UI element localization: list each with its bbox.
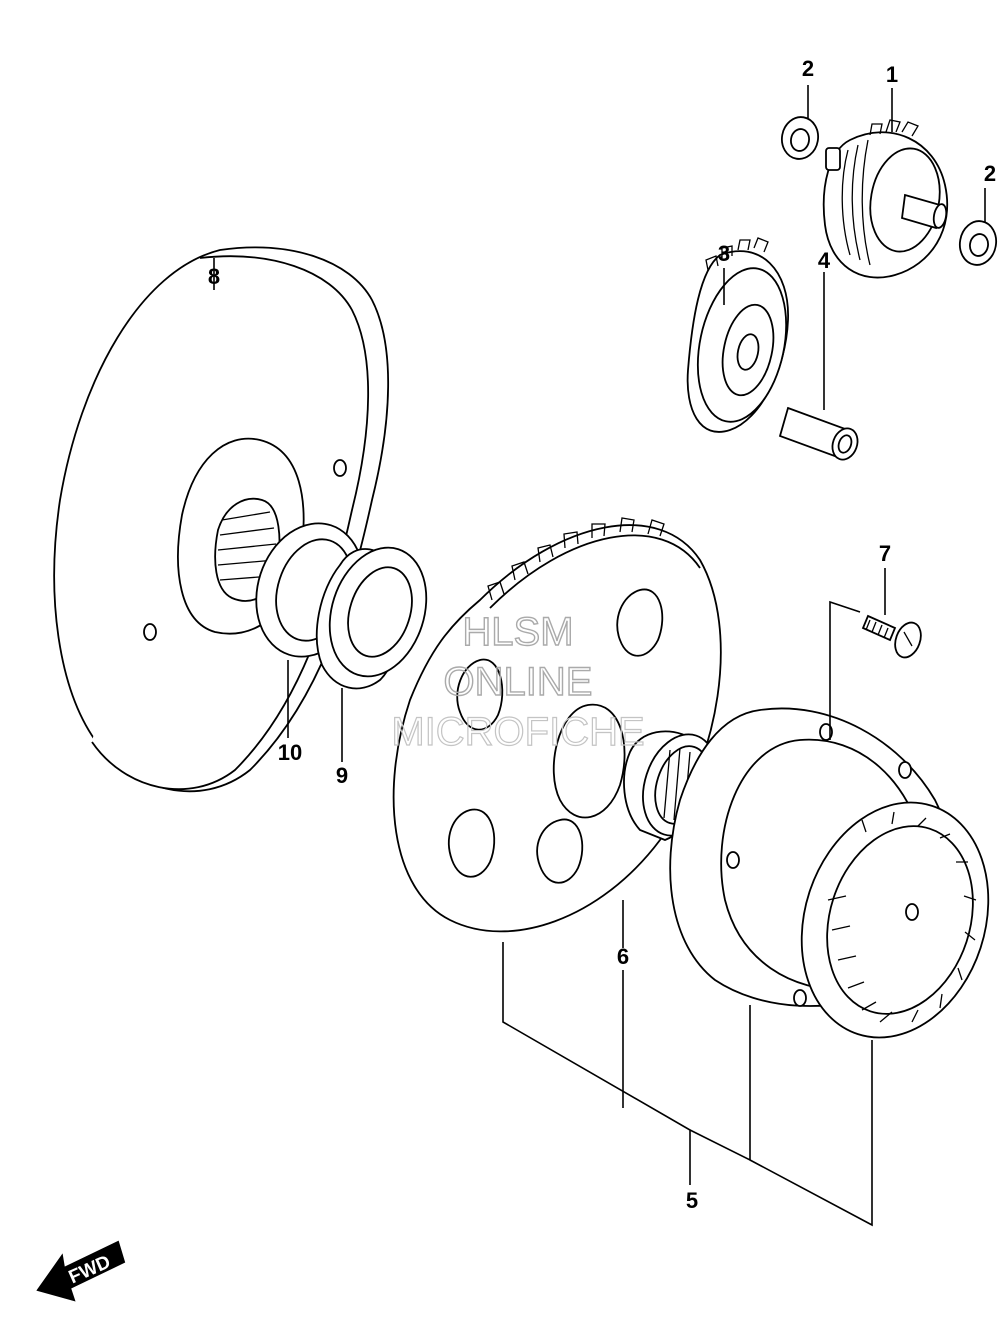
callout-6: 6 xyxy=(617,944,629,969)
fwd-badge: FWD xyxy=(36,1240,126,1302)
callout-4: 4 xyxy=(818,248,831,273)
watermark: HLSM ONLINE MICROFICHE xyxy=(391,609,646,754)
callout-10: 10 xyxy=(278,740,302,765)
callout-5: 5 xyxy=(686,1188,698,1213)
part-7-bolt xyxy=(861,614,922,659)
callout-8: 8 xyxy=(208,264,220,289)
part-8-plate xyxy=(53,246,390,793)
callout-2-right: 2 xyxy=(984,161,996,186)
leader-7-ref xyxy=(829,600,861,740)
callout-9: 9 xyxy=(336,763,348,788)
callout-1: 1 xyxy=(886,62,898,87)
callouts: 2 1 2 3 4 8 7 10 9 6 5 xyxy=(208,56,996,1213)
leader-5-sprag xyxy=(749,1040,873,1227)
part-4-shaft xyxy=(778,406,859,461)
watermark-line-2: ONLINE xyxy=(444,660,593,704)
part-5-sprag-clutch xyxy=(800,801,990,1039)
callout-7: 7 xyxy=(879,541,891,566)
arrow-left-icon xyxy=(36,1240,126,1302)
part-9-bushing xyxy=(315,546,428,690)
callout-3: 3 xyxy=(718,241,730,266)
watermark-line-3: MICROFICHE xyxy=(391,710,644,754)
part-3-idle-gear xyxy=(686,237,789,433)
callout-2-top: 2 xyxy=(802,56,814,81)
leader-lines xyxy=(213,85,986,1227)
part-2-washer-left xyxy=(781,116,819,160)
leader-5-gear xyxy=(502,942,691,1185)
part-2-washer-right xyxy=(958,220,998,266)
leader-5-housing xyxy=(689,1005,751,1162)
part-1-reduction-gear xyxy=(822,119,949,279)
watermark-line-1: HLSM xyxy=(462,610,573,654)
